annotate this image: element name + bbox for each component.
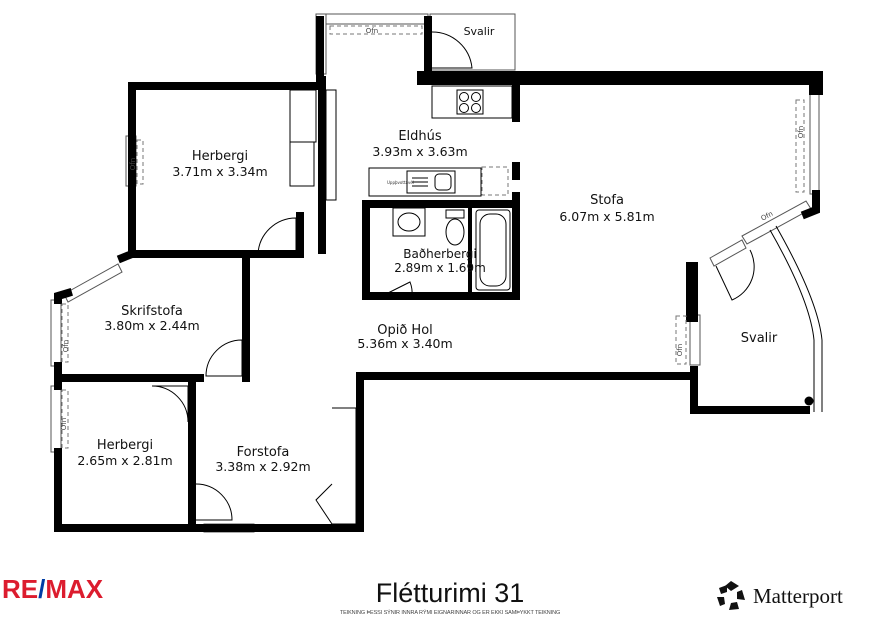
window-skrifstofa [50, 299, 62, 367]
window-kitchen-top [317, 13, 429, 25]
remax-logo: RE/MAX [2, 574, 104, 604]
door-balcony [709, 239, 747, 267]
svg-text:Ofn: Ofn [60, 418, 68, 430]
room-name: Svalir [464, 25, 495, 38]
stove-icon [456, 89, 484, 115]
door-bath [381, 281, 413, 297]
washbasin-icon [392, 207, 426, 237]
room-name: Forstofa [237, 445, 290, 460]
room-name: Herbergi [97, 438, 153, 453]
door-herbergi-2 [151, 385, 189, 423]
door-herbergi-1 [257, 217, 297, 255]
toilet-icon [445, 209, 465, 219]
doors [151, 31, 755, 521]
room-name: Opið Hol [377, 323, 433, 338]
room-size: 3.80m x 2.44m [104, 318, 199, 333]
door-balcony-swing [715, 249, 755, 301]
kitchen-fixtures: Uppþvottavél [289, 85, 513, 201]
svg-text:Ofn: Ofn [129, 158, 137, 170]
window-stofa-right [809, 87, 820, 195]
window-opid-hol [689, 314, 701, 366]
room-name: Herbergi [192, 149, 248, 164]
windows [50, 13, 820, 533]
room-size: 3.38m x 2.92m [215, 459, 310, 474]
room-size: 5.36m x 3.40m [357, 336, 452, 351]
room-size: 2.65m x 2.81m [77, 453, 172, 468]
property-title: Flétturimi 31 [375, 578, 525, 608]
door-skrifstofa [205, 339, 243, 377]
balcony-small-outline [429, 13, 516, 71]
svg-text:Ofn: Ofn [676, 344, 684, 356]
room-name: Eldhús [398, 129, 442, 144]
svg-text:Ofn: Ofn [366, 27, 378, 35]
bath-fixtures [392, 207, 511, 291]
room-name: Stofa [590, 193, 624, 208]
door-forstofa [195, 483, 233, 521]
walls [54, 16, 823, 532]
balcony-large [769, 225, 823, 412]
closet-forstofa [315, 407, 357, 525]
matterport-icon [717, 581, 745, 610]
matterport-logo: Matterport [715, 580, 843, 612]
drain-icon [804, 396, 814, 406]
fridge-outline [481, 166, 509, 196]
dishwasher-label: Uppþvottavél [387, 180, 414, 185]
disclaimer: TEIKNING ÞESSI SÝNIR INNRA RÝMI EIGNARIN… [339, 610, 561, 616]
svg-text:Ofn: Ofn [797, 126, 805, 138]
room-size: 3.71m x 3.34m [172, 164, 267, 179]
bathtub-icon [475, 209, 511, 291]
room-labels: Herbergi 3.71m x 3.34m Eldhús 3.93m x 3.… [77, 25, 778, 474]
room-size: 2.89m x 1.69m [394, 261, 486, 275]
room-name: Baðherbergi [403, 247, 477, 261]
window-stofa-diagonal [741, 200, 812, 245]
door-svalir-small [431, 31, 473, 69]
room-size: 3.93m x 3.63m [372, 144, 467, 159]
room-size: 6.07m x 5.81m [559, 209, 654, 224]
room-name: Svalir [741, 331, 778, 346]
svg-text:Ofn: Ofn [62, 340, 70, 352]
window-skrifstofa-diagonal [63, 263, 123, 303]
sink-icon [406, 170, 456, 194]
room-name: Skrifstofa [121, 304, 183, 319]
